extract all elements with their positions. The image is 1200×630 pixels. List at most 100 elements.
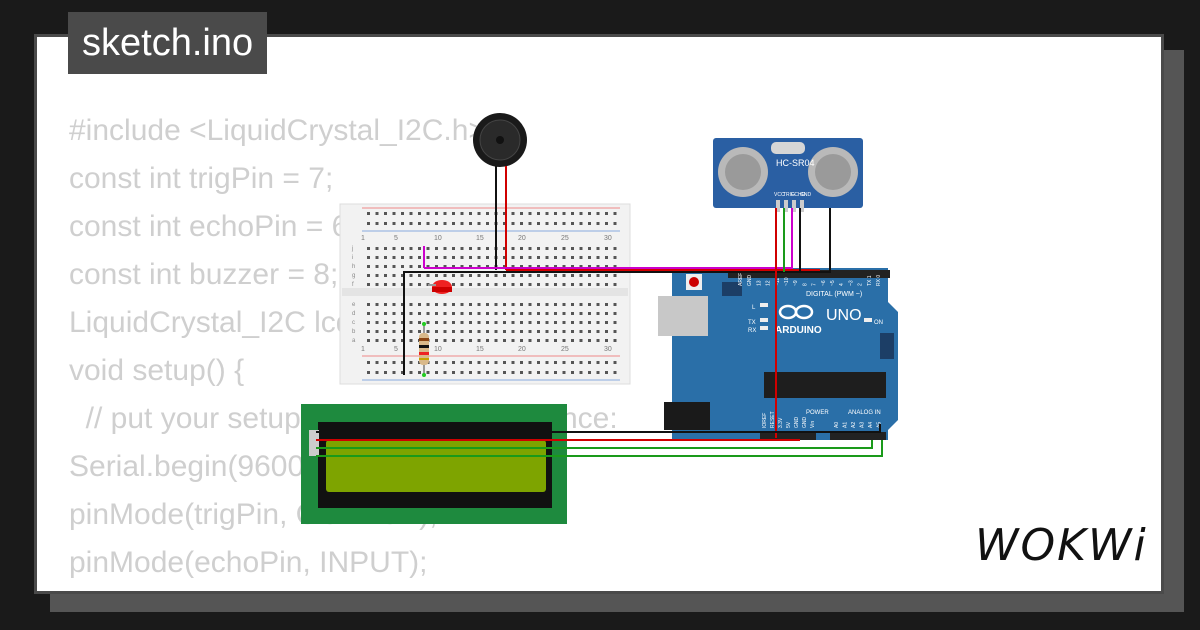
breadboard-hole [367,330,370,333]
breadboard-hole [486,222,489,225]
breadboard-hole [537,321,540,324]
breadboard-hole [409,256,413,259]
digital-pin-label: ~11 [775,278,781,286]
breadboard-hole [537,247,540,250]
breadboard-hole [528,265,532,268]
breadboard-hole [562,312,566,315]
breadboard-hole [554,303,557,306]
breadboard-hole [588,247,591,250]
breadboard-hole [477,339,481,342]
breadboard-hole [443,361,447,364]
digital-pin-label: 4 [839,283,845,286]
breadboard-hole [579,274,583,277]
resistor [419,322,429,377]
code-line: Serial.begin(9600); [69,450,323,483]
breadboard-hole [562,283,566,286]
breadboard-hole [571,212,574,215]
breadboard-hole [375,274,379,277]
breadboard-hole [588,303,591,306]
breadboard-hole [613,303,617,306]
breadboard-hole [401,303,404,306]
breadboard-hole [613,283,617,286]
breadboard-column-labels: 1 5 10 15 20 25 30 1 5 10 15 20 25 30 [361,235,612,353]
breadboard-hole [486,274,489,277]
breadboard-hole [367,222,370,225]
breadboard-hole [503,339,506,342]
digital-pin-label: TX 1 [867,275,873,286]
breadboard-hole [562,256,566,259]
breadboard-hole [503,321,506,324]
breadboard-hole [503,274,506,277]
column-label: 20 [518,346,526,353]
breadboard-hole [486,283,489,286]
breadboard-hole [469,274,472,277]
breadboard-hole [418,247,421,250]
breadboard-hole [528,361,532,364]
microcontroller-chip [764,372,886,398]
breadboard-hole [562,339,566,342]
row-label: i [352,255,353,261]
code-line: pinMode(echoPin, INPUT); [69,546,428,579]
breadboard-hole [452,321,455,324]
sensor-pin-label: VCC [774,192,785,198]
row-label: d [352,311,355,317]
breadboard-hole [528,321,532,324]
digital-pin-label: 12 [766,280,772,286]
breadboard-hole [409,371,413,374]
breadboard-hole [426,222,430,225]
breadboard-holes [367,212,617,374]
breadboard-hole [537,312,540,315]
breadboard-hole [520,339,523,342]
logo-text: WOKWi [975,520,1148,571]
breadboard-hole [571,303,574,306]
code-line: const int buzzer = 8; [69,258,339,291]
breadboard-hole [460,321,464,324]
breadboard-hole [511,256,515,259]
column-label: 25 [561,235,569,242]
breadboard-hole [477,361,481,364]
breadboard-hole [613,312,617,315]
breadboard-hole [605,371,608,374]
breadboard-hole [469,361,472,364]
breadboard-hole [571,247,574,250]
breadboard-hole [392,330,396,333]
sensor-pin-label: GND [800,192,812,198]
breadboard-hole [554,274,557,277]
column-label: 25 [561,346,569,353]
breadboard-hole [520,371,523,374]
breadboard-hole [596,274,600,277]
breadboard-hole [375,312,379,315]
breadboard-hole [511,330,515,333]
breadboard-hole [588,222,591,225]
breadboard-hole [477,274,481,277]
breadboard-hole [443,371,447,374]
breadboard-hole [426,265,430,268]
breadboard-hole [511,312,515,315]
breadboard-hole [409,321,413,324]
breadboard-row-labels: j i h g f e d c b a [351,246,356,344]
breadboard-hole [486,339,489,342]
breadboard-hole [486,303,489,306]
breadboard-hole [613,274,617,277]
breadboard-hole [503,361,506,364]
breadboard-hole [562,247,566,250]
breadboard-hole [443,265,447,268]
breadboard-hole [409,274,413,277]
breadboard-hole [520,361,523,364]
bottom-pin-label: GND [794,417,800,429]
breadboard-hole [528,339,532,342]
breadboard-hole [520,312,523,315]
breadboard-hole [537,303,540,306]
breadboard-hole [503,212,506,215]
breadboard-hole [460,274,464,277]
breadboard-hole [528,312,532,315]
breadboard-hole [588,283,591,286]
breadboard-hole [537,256,540,259]
breadboard-hole [384,256,387,259]
breadboard-hole [520,274,523,277]
breadboard-hole [588,321,591,324]
breadboard-hole [579,247,583,250]
breadboard-hole [435,274,438,277]
breadboard-hole [443,312,447,315]
